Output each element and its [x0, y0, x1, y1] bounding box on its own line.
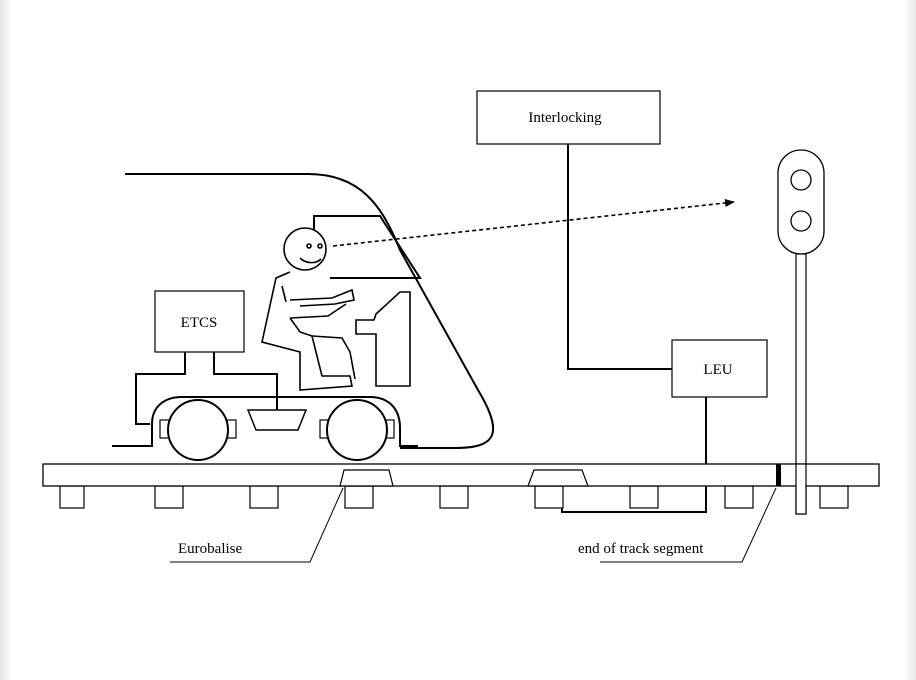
- rear-wheel: [319, 399, 395, 461]
- page-shadow-right: [904, 0, 916, 680]
- interlocking-leu-cable: [567, 144, 672, 370]
- page-shadow-left: [0, 0, 12, 680]
- signal-lamp-lower: [790, 210, 812, 232]
- eurobalise-switchable: [527, 469, 589, 487]
- train-windscreen: [313, 215, 422, 279]
- train-driver: [261, 227, 356, 391]
- etcs-label: ETCS: [181, 315, 218, 331]
- interlocking-label: Interlocking: [528, 110, 602, 126]
- eurobalise-label: Eurobalise: [178, 541, 242, 557]
- end-of-track-label: end of track segment: [578, 541, 704, 557]
- sleepers: [59, 485, 849, 509]
- etcs-antenna-cable: [213, 352, 278, 410]
- balise-antenna: [246, 409, 308, 431]
- end-of-track-pointer: [600, 487, 777, 563]
- rail: [42, 463, 880, 487]
- eurobalise-pointer: [170, 487, 344, 563]
- train-body: [125, 173, 495, 449]
- track-segment-end-marker: [776, 464, 781, 486]
- signal: [777, 149, 825, 515]
- etcs-box: ETCS: [154, 290, 245, 353]
- leu-box: LEU: [671, 339, 768, 398]
- signal-lamp-upper: [790, 169, 812, 191]
- leu-label: LEU: [703, 362, 732, 378]
- eurobalise-under-train: [339, 469, 394, 487]
- driver-sight-line: [332, 199, 735, 247]
- signal-mast-base: [795, 463, 807, 515]
- interlocking-box: Interlocking: [476, 90, 661, 145]
- driver-desk-panel: [355, 291, 411, 387]
- etcs-bogie-cable: [135, 352, 186, 425]
- front-wheel: [159, 399, 237, 461]
